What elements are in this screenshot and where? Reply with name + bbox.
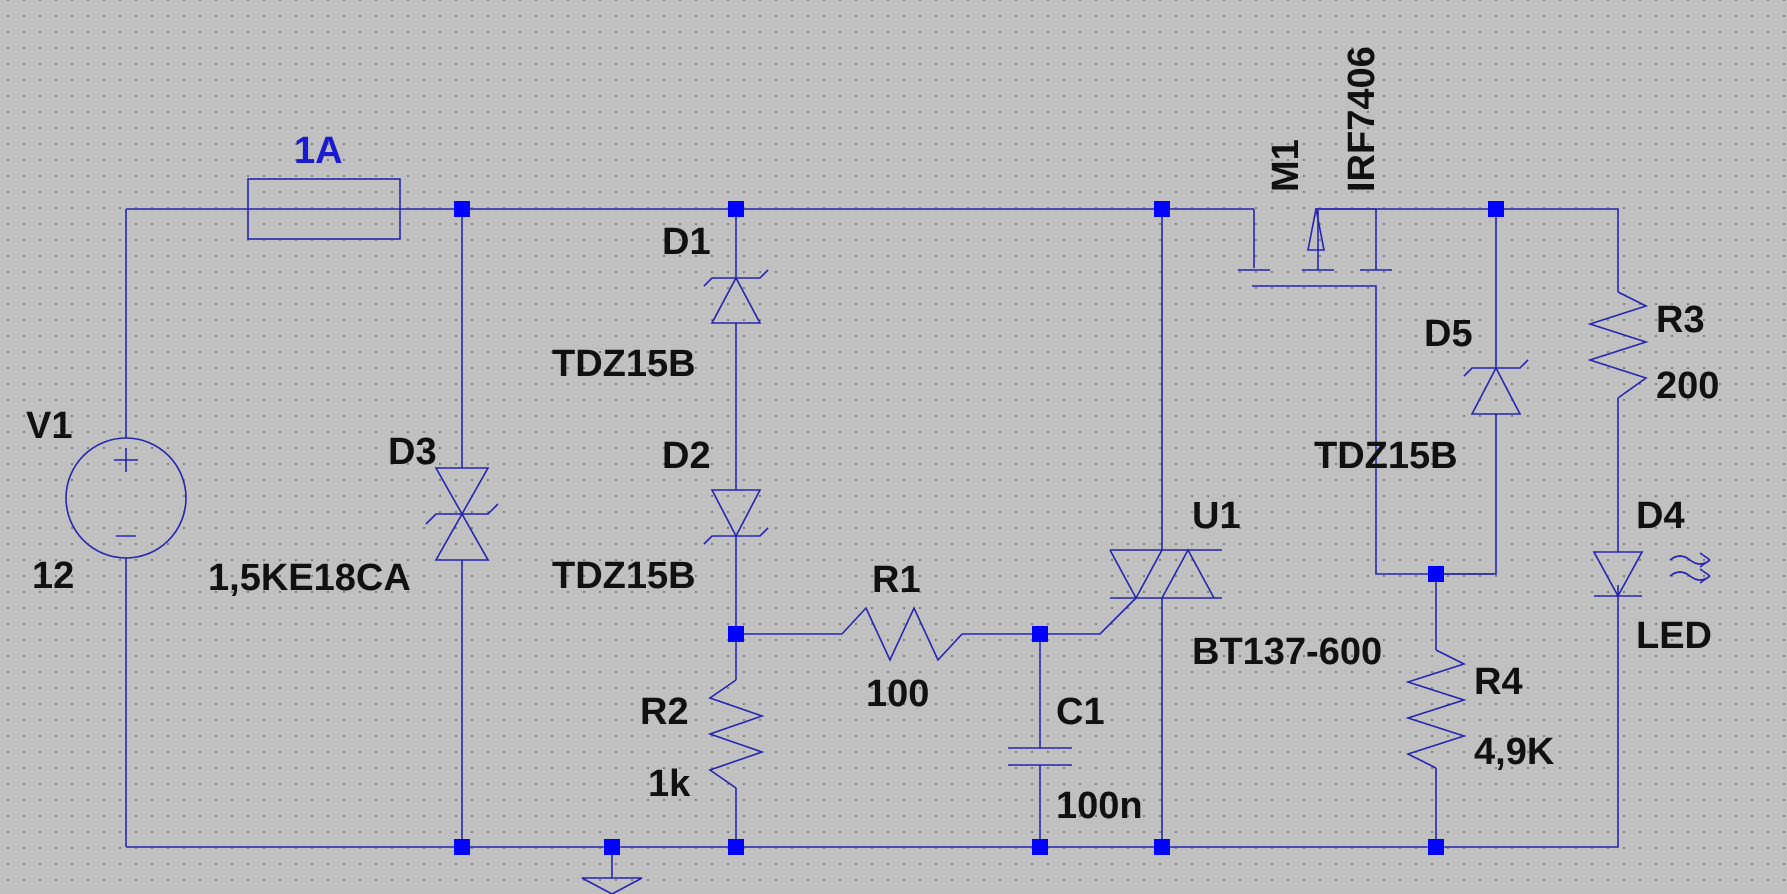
component-labels: 1A V1 12 D3 1,5KE18CA D1 TDZ15B D2 TDZ15… bbox=[26, 46, 1719, 827]
r2-value-label: 1k bbox=[648, 763, 691, 805]
d5-name-label: D5 bbox=[1424, 313, 1473, 355]
d3-name-label: D3 bbox=[388, 431, 437, 473]
wire-bottom-rail[interactable] bbox=[126, 585, 1619, 848]
d2-value-label: TDZ15B bbox=[552, 555, 696, 597]
v1-value-label: 12 bbox=[32, 555, 74, 597]
m1-name-label: M1 bbox=[1265, 139, 1307, 192]
d1-name-label: D1 bbox=[662, 221, 711, 263]
node-r1-right[interactable] bbox=[1032, 626, 1048, 642]
node-r1-left[interactable] bbox=[728, 626, 744, 642]
resistor-r2[interactable] bbox=[707, 679, 765, 789]
d5-value-label: TDZ15B bbox=[1314, 435, 1458, 477]
c1-value-label: 100n bbox=[1056, 785, 1143, 827]
d1-value-label: TDZ15B bbox=[552, 343, 696, 385]
mosfet-m1[interactable] bbox=[1238, 208, 1392, 271]
u1-name-label: U1 bbox=[1192, 495, 1241, 537]
node-top-u1[interactable] bbox=[1154, 201, 1170, 217]
node-top-d5[interactable] bbox=[1488, 201, 1504, 217]
r1-value-label: 100 bbox=[866, 673, 929, 715]
triac-u1[interactable] bbox=[1109, 548, 1222, 600]
node-bottom-u1[interactable] bbox=[1154, 839, 1170, 855]
m1-value-label: IRF7406 bbox=[1341, 46, 1383, 192]
wire-top-right[interactable] bbox=[1315, 208, 1619, 292]
v1-name-label: V1 bbox=[26, 405, 72, 447]
d4-name-label: D4 bbox=[1636, 495, 1685, 537]
d3-value-label: 1,5KE18CA bbox=[208, 557, 411, 599]
voltage-source-v1[interactable] bbox=[65, 437, 187, 559]
node-top-d3[interactable] bbox=[454, 201, 470, 217]
r4-name-label: R4 bbox=[1474, 661, 1523, 703]
node-top-d1[interactable] bbox=[728, 201, 744, 217]
c1-name-label: C1 bbox=[1056, 691, 1105, 733]
fuse-value-label: 1A bbox=[294, 130, 343, 172]
wire-d5-bottom[interactable] bbox=[1436, 414, 1497, 575]
node-bottom-ground[interactable] bbox=[604, 839, 620, 855]
led-d4[interactable] bbox=[1592, 551, 1711, 598]
node-bottom-d3[interactable] bbox=[454, 839, 470, 855]
node-bottom-r2[interactable] bbox=[728, 839, 744, 855]
node-bottom-c1[interactable] bbox=[1032, 839, 1048, 855]
wire-triac-gate[interactable] bbox=[1040, 597, 1137, 635]
resistor-r1[interactable] bbox=[841, 606, 963, 662]
r3-name-label: R3 bbox=[1656, 299, 1705, 341]
r1-name-label: R1 bbox=[872, 559, 921, 601]
u1-value-label: BT137-600 bbox=[1192, 631, 1382, 673]
d2-name-label: D2 bbox=[662, 435, 711, 477]
resistor-r3[interactable] bbox=[1587, 291, 1649, 399]
r2-name-label: R2 bbox=[640, 691, 689, 733]
r3-value-label: 200 bbox=[1656, 365, 1719, 407]
junction-nodes bbox=[454, 201, 1504, 855]
resistor-r4[interactable] bbox=[1405, 649, 1467, 769]
tvs-diode-d3[interactable] bbox=[425, 467, 499, 561]
zener-diode-d2[interactable] bbox=[703, 489, 769, 545]
zener-diode-d1[interactable] bbox=[703, 269, 769, 324]
zener-diode-d5[interactable] bbox=[1463, 359, 1529, 415]
node-bottom-r4[interactable] bbox=[1428, 839, 1444, 855]
wires bbox=[125, 208, 1619, 848]
capacitor-c1[interactable] bbox=[1008, 747, 1072, 766]
r4-value-label: 4,9K bbox=[1474, 731, 1555, 773]
d4-value-label: LED bbox=[1636, 615, 1712, 657]
fuse-f1[interactable] bbox=[247, 178, 401, 240]
node-r4-top[interactable] bbox=[1428, 566, 1444, 582]
